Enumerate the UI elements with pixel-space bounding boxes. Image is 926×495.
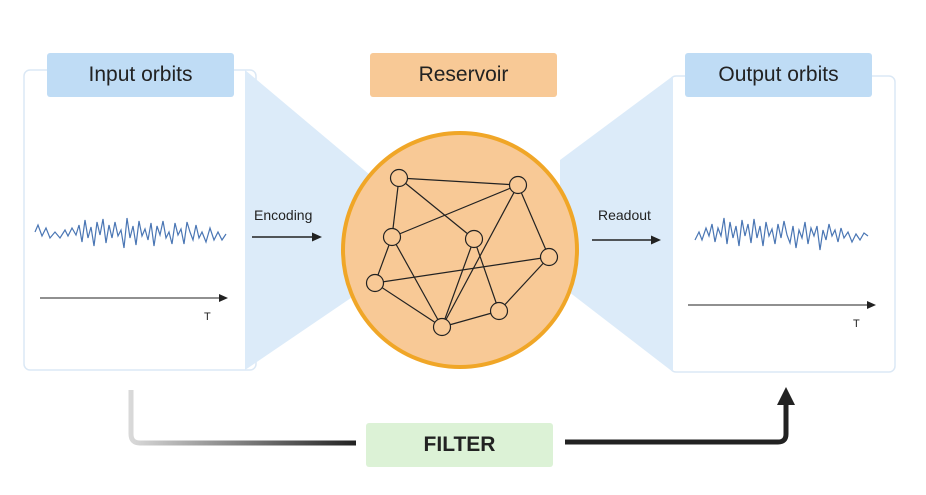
output-orbits-label: Output orbits	[685, 53, 872, 97]
input-signal	[34, 217, 227, 249]
encoding-funnel	[245, 70, 370, 370]
readout-label: Readout	[598, 207, 651, 223]
arrow-right-icon	[651, 235, 661, 245]
arrow-right-icon	[867, 301, 876, 309]
input-time-axis-label: T	[204, 311, 211, 323]
arrow-right-icon	[312, 232, 322, 242]
arrow-up-icon	[777, 387, 795, 405]
reservoir-label: Reservoir	[370, 53, 557, 97]
readout-funnel	[560, 76, 673, 372]
output-signal	[694, 217, 869, 251]
encoding-label: Encoding	[254, 207, 313, 223]
output-time-axis-label: T	[853, 318, 860, 330]
reservoir-nodes	[365, 168, 559, 337]
reservoir-circle	[341, 131, 579, 369]
input-orbits-label: Input orbits	[47, 53, 234, 97]
filter-label: FILTER	[366, 423, 553, 467]
arrow-right-icon	[219, 294, 228, 302]
input-panel	[23, 69, 257, 371]
filter-path-left	[128, 390, 356, 446]
output-panel	[669, 75, 896, 373]
filter-path-right	[565, 403, 789, 445]
